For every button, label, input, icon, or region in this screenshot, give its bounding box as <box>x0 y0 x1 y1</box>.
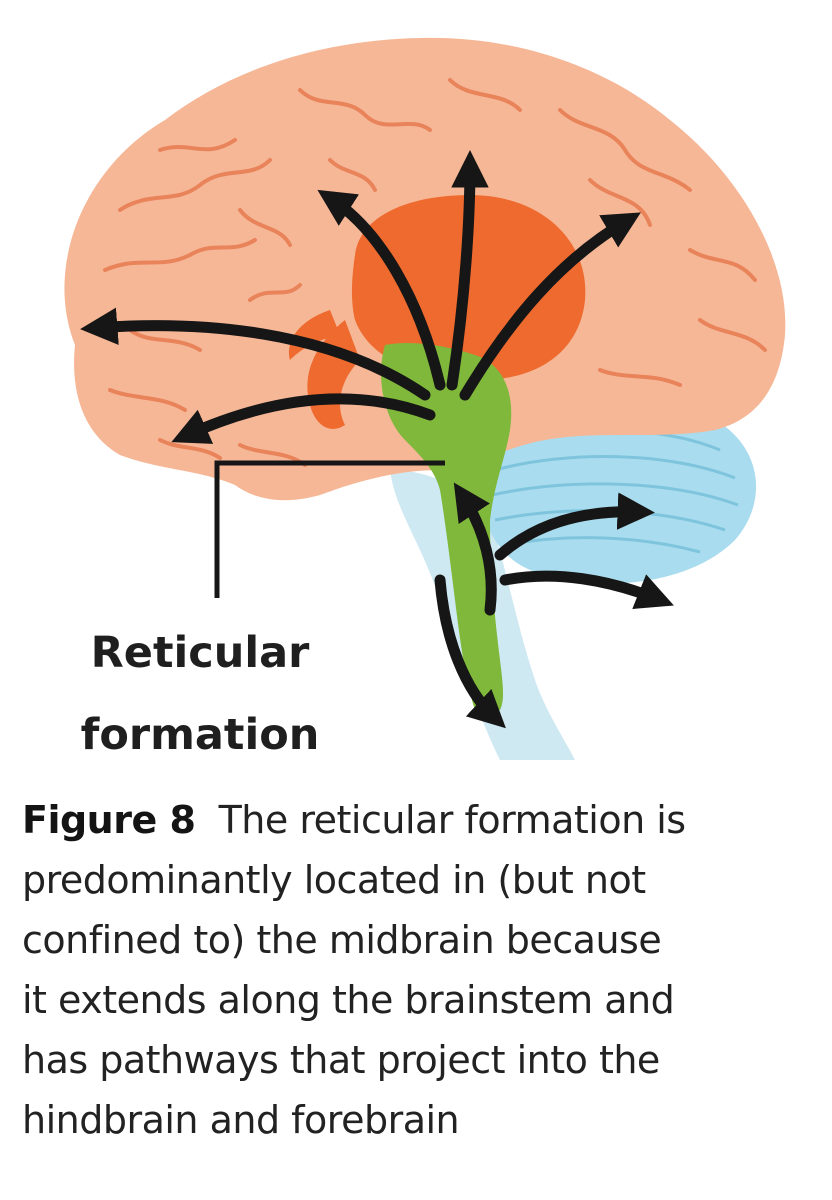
caption-line: Figure 8 The reticular formation is <box>22 790 822 850</box>
caption-line: confined to) the midbrain because <box>22 918 662 962</box>
arrow-icon <box>453 482 497 616</box>
caption-line: it extends along the brainstem and <box>22 978 675 1022</box>
caption-line: predominantly located in (but not <box>22 858 646 902</box>
arrow-icon <box>171 393 436 444</box>
caption-text: The reticular formation is <box>218 798 687 842</box>
arrow-icon <box>446 150 489 391</box>
brainstem <box>381 343 512 710</box>
reticular-formation-label: Reticular formation <box>60 612 340 776</box>
arrow-icon <box>80 307 431 401</box>
figure-caption: Figure 8 The reticular formation is pred… <box>22 790 822 1150</box>
arrow-icon <box>317 189 446 391</box>
arrow-icon <box>459 212 641 401</box>
arrow-icon <box>434 574 506 729</box>
arrow-icon <box>494 492 655 561</box>
brain-diagram <box>64 37 786 760</box>
arrow-icon <box>499 570 674 610</box>
figure-number: Figure 8 <box>22 798 196 842</box>
label-line: Reticular <box>90 628 310 678</box>
caption-line: hindbrain and forebrain <box>22 1098 460 1142</box>
label-line: formation <box>80 710 320 760</box>
caption-line: has pathways that project into the <box>22 1038 660 1082</box>
callout-line <box>214 460 445 598</box>
